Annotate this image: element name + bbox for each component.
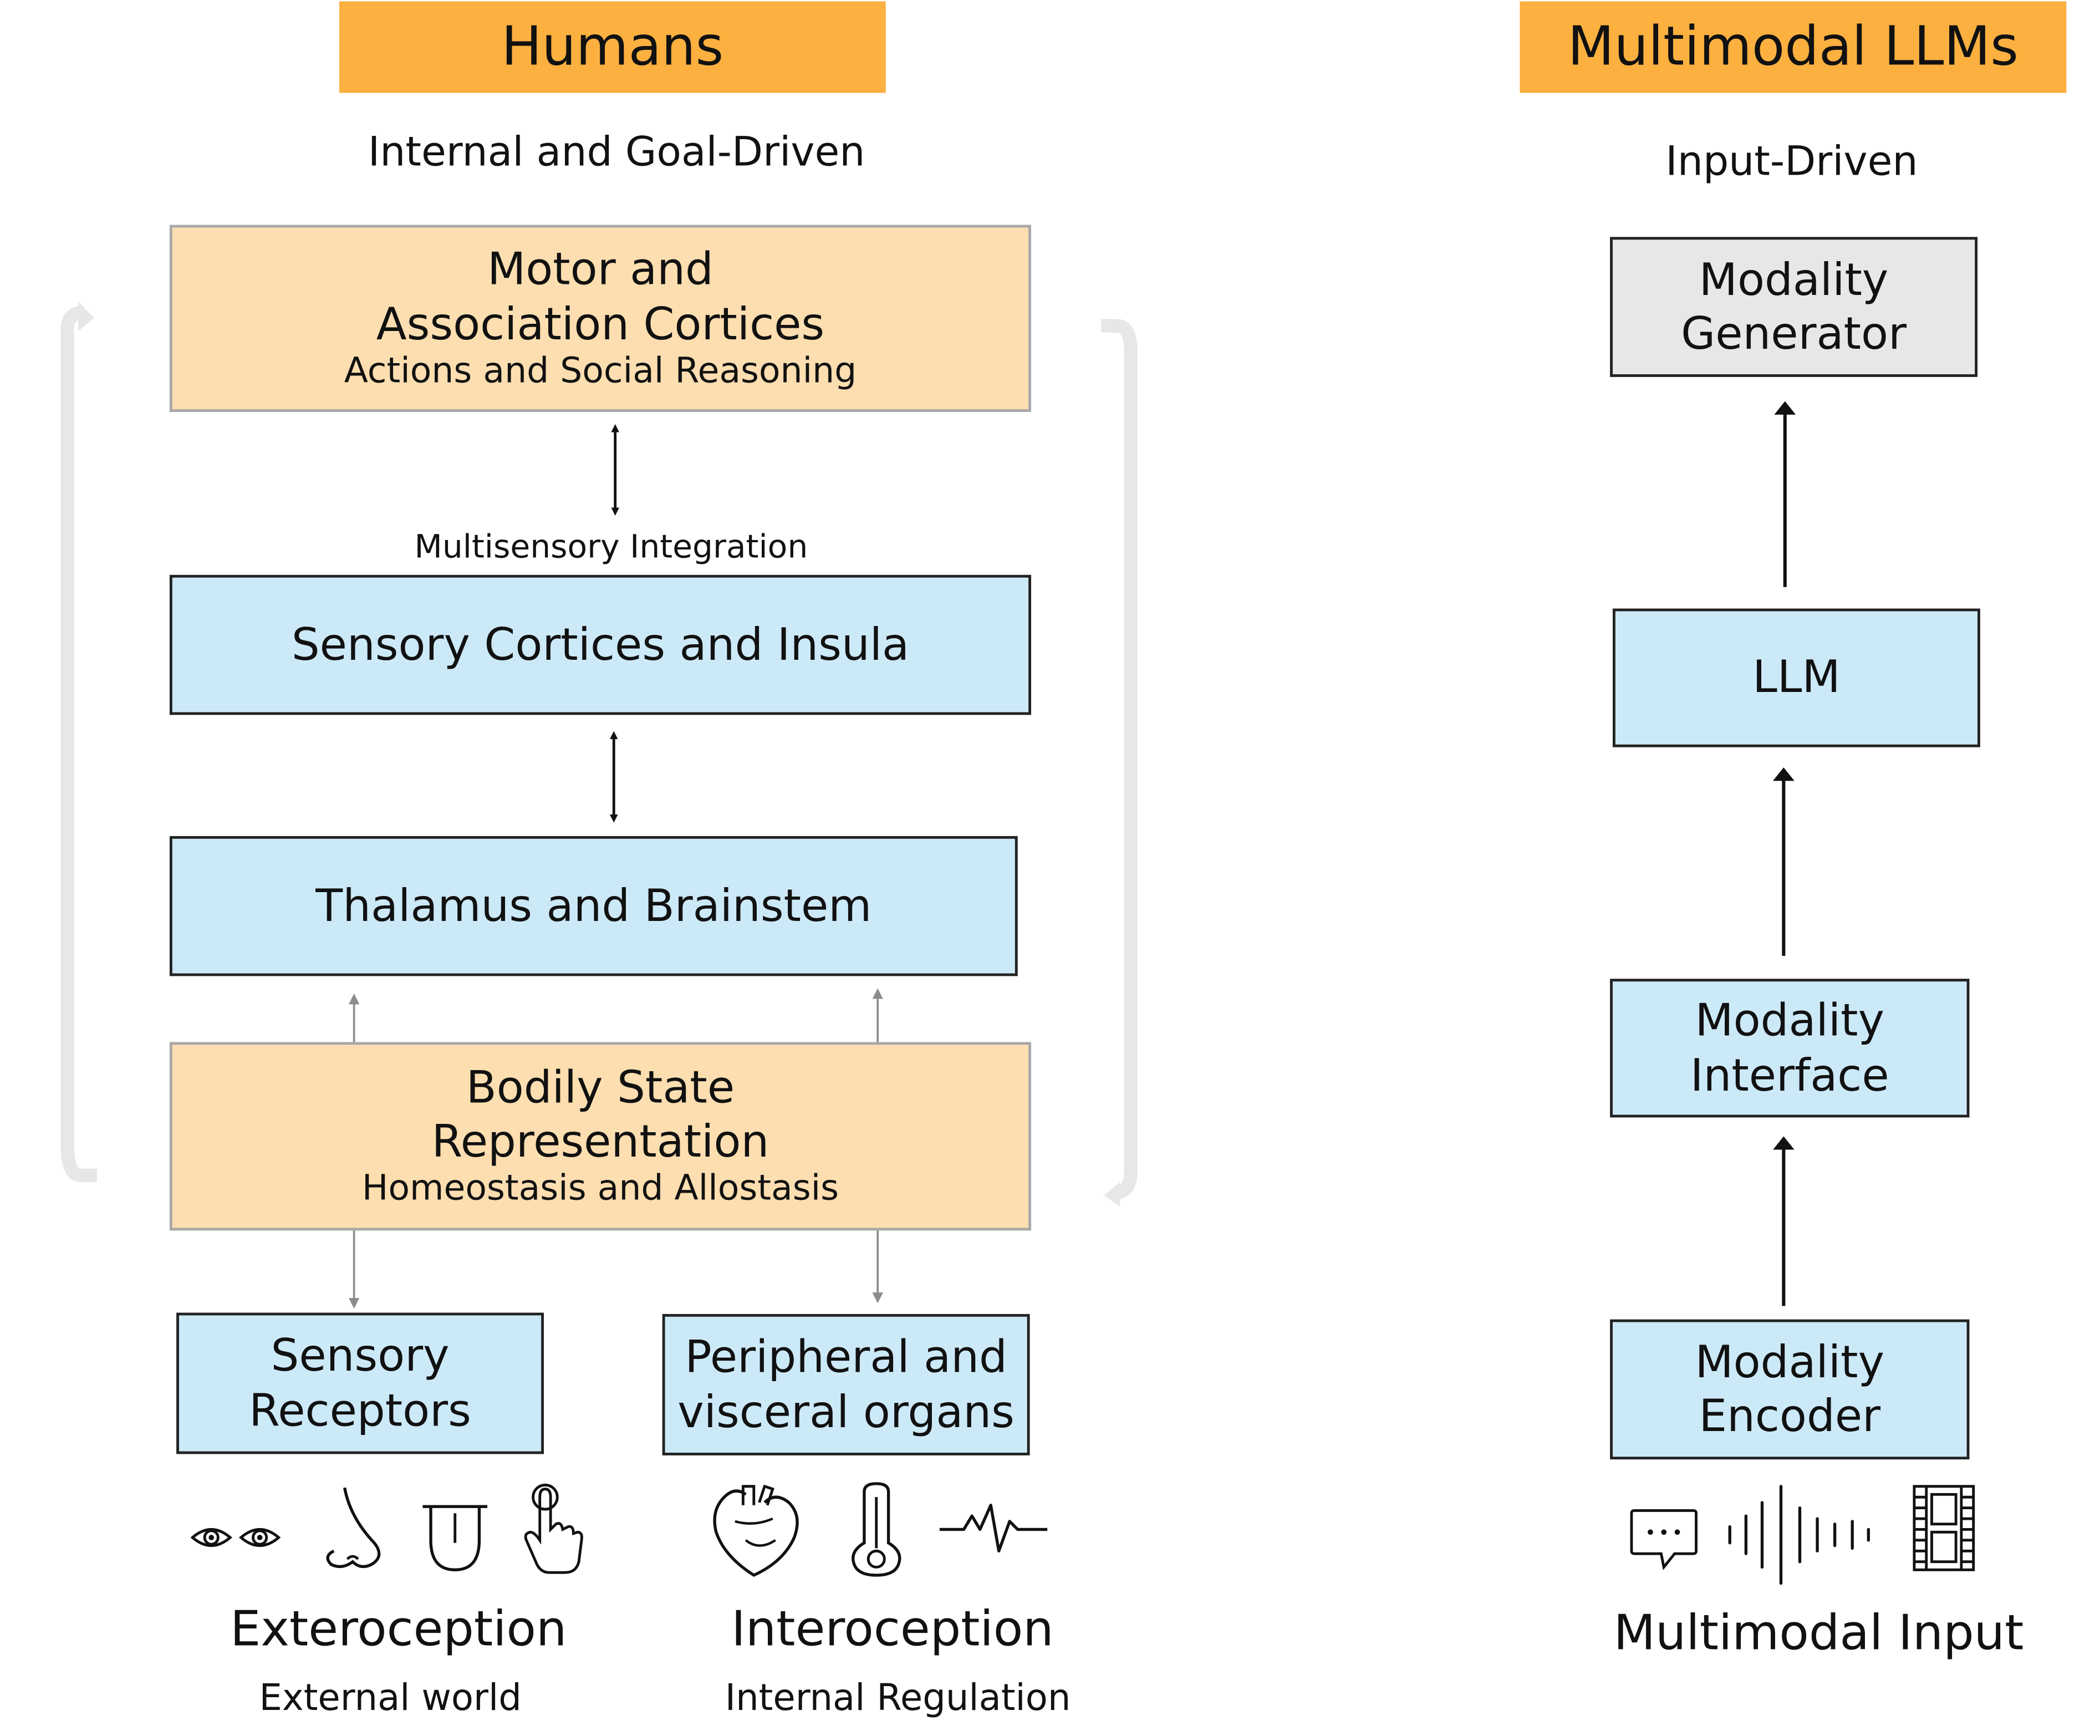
sensory-cortices-label: Sensory Cortices and Insula xyxy=(291,618,910,670)
interface-line1: Modality xyxy=(1695,994,1885,1047)
film-strip-icon xyxy=(1913,1485,1975,1571)
humans-subtitle: Internal and Goal-Driven xyxy=(368,129,865,177)
bodily-title-line1: Bodily State xyxy=(466,1061,735,1113)
multimodal-input-label: Multimodal Input xyxy=(1613,1606,2024,1662)
bodily-title-line2: Representation xyxy=(431,1114,769,1168)
heart-icon xyxy=(713,1484,799,1577)
generator-line1: Modality xyxy=(1699,252,1889,306)
sensory-receptors-box: Sensory Receptors xyxy=(176,1312,544,1454)
llms-subtitle: Input-Driven xyxy=(1665,139,1918,186)
peripheral-line1: Peripheral and xyxy=(685,1330,1007,1383)
exteroception-subtitle: External world xyxy=(259,1677,522,1719)
generator-line2: Generator xyxy=(1681,307,1907,360)
motor-subtitle: Actions and Social Reasoning xyxy=(344,351,857,392)
interface-line2: Interface xyxy=(1690,1048,1889,1101)
thalamus-brainstem-box: Thalamus and Brainstem xyxy=(169,836,1018,976)
llm-box: LLM xyxy=(1612,608,1980,747)
peripheral-line2: visceral organs xyxy=(677,1384,1015,1438)
loop-arrow-left xyxy=(60,306,97,1182)
exteroception-title: Exteroception xyxy=(230,1602,567,1658)
modality-generator-box: Modality Generator xyxy=(1610,237,1978,377)
eyes-icon xyxy=(190,1528,281,1547)
llms-header: Multimodal LLMs xyxy=(1520,1,2067,93)
bodily-subtitle: Homeostasis and Allostasis xyxy=(361,1169,839,1210)
peripheral-organs-box: Peripheral and visceral organs xyxy=(662,1314,1030,1455)
receptors-line1: Sensory xyxy=(271,1329,450,1382)
motor-title-line1: Motor and xyxy=(487,243,713,296)
motor-association-box: Motor and Association Cortices Actions a… xyxy=(169,225,1032,413)
tongue-icon xyxy=(422,1505,488,1571)
modality-interface-box: Modality Interface xyxy=(1610,979,1970,1118)
encoder-line1: Modality xyxy=(1695,1335,1885,1388)
sensory-cortices-box: Sensory Cortices and Insula xyxy=(169,574,1032,715)
interoception-subtitle: Internal Regulation xyxy=(725,1677,1071,1719)
interoception-title: Interoception xyxy=(731,1602,1054,1658)
modality-encoder-box: Modality Encoder xyxy=(1610,1319,1970,1460)
motor-title-line2: Association Cortices xyxy=(376,297,825,350)
llm-label: LLM xyxy=(1752,650,1841,704)
humans-header: Humans xyxy=(339,1,886,93)
nose-icon xyxy=(326,1487,381,1569)
loop-arrow-right xyxy=(1101,319,1138,1200)
multisensory-label: Multisensory Integration xyxy=(414,527,808,566)
thermometer-icon xyxy=(852,1482,901,1577)
bodily-state-box: Bodily State Representation Homeostasis … xyxy=(169,1042,1032,1231)
touch-finger-icon xyxy=(524,1483,583,1574)
chat-bubble-icon xyxy=(1630,1509,1698,1571)
thalamus-label: Thalamus and Brainstem xyxy=(315,879,872,932)
receptors-line2: Receptors xyxy=(249,1383,471,1436)
encoder-line2: Encoder xyxy=(1699,1389,1881,1442)
humans-header-label: Humans xyxy=(501,16,724,78)
llms-header-label: Multimodal LLMs xyxy=(1567,16,2019,78)
heartbeat-icon xyxy=(939,1504,1048,1552)
audio-waveform-icon xyxy=(1728,1485,1870,1585)
